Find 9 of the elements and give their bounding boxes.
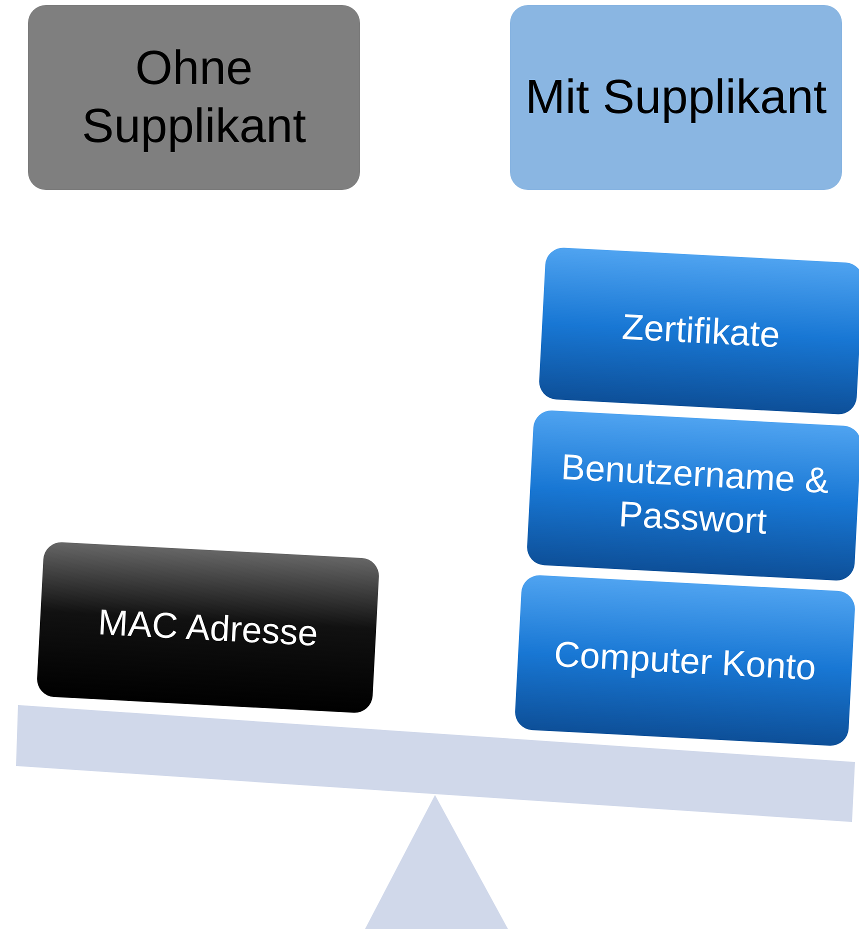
tile-label: Benutzername & Passwort xyxy=(559,445,832,544)
tile-label: Zertifikate xyxy=(620,305,782,357)
credential-tile xyxy=(526,410,859,582)
tile-label: MAC Adresse xyxy=(96,600,319,655)
tile-label: Computer Konto xyxy=(552,632,818,689)
category-box xyxy=(28,5,360,190)
category-box xyxy=(510,5,842,190)
category-title: Mit Supplikant xyxy=(525,70,827,126)
category-title: Ohne Supplikant xyxy=(80,40,308,154)
